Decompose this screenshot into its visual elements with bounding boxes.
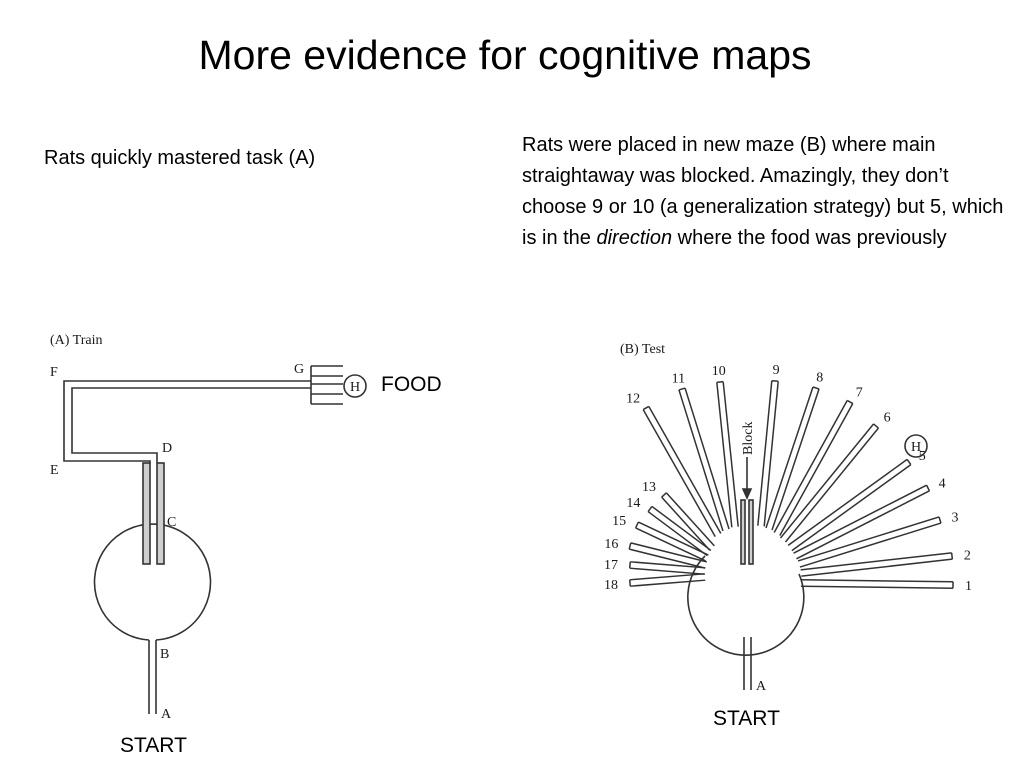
start-label-b: START — [713, 707, 780, 730]
maze-b-arm-13-end — [661, 492, 667, 498]
maze-b-arm-8-end — [812, 386, 820, 390]
maze-b-arm-label: 10 — [712, 364, 726, 379]
maze-b-arm-label: 11 — [672, 372, 685, 387]
maze-a-walls — [63, 365, 367, 714]
maze-b-arm-18-wall — [630, 579, 706, 587]
maze-a-point-f: F — [50, 365, 58, 380]
maze-b-goal-h: H — [911, 440, 921, 455]
maze-b-arm-16-wall — [629, 548, 706, 569]
maze-b-block-label: Block — [741, 422, 756, 455]
maze-b-arm-15-end — [634, 521, 640, 529]
maze-b-arm-3-wall — [797, 516, 940, 562]
maze-b-arm-4-wall — [796, 490, 930, 560]
maze-b-arm-10-end — [716, 380, 724, 384]
maze-b-arm-label: 17 — [604, 558, 618, 573]
right-note-emphasis: direction — [596, 227, 673, 249]
maze-a-point-g: G — [294, 362, 304, 377]
right-note: Rats were placed in new maze (B) where m… — [522, 130, 1017, 254]
maze-b-arm-12-wall — [648, 406, 722, 534]
maze-a-figure: (A) Train F E D C B A G H — [50, 333, 367, 722]
slide-title: More evidence for cognitive maps — [198, 32, 812, 78]
maze-a-point-b: B — [160, 647, 169, 662]
maze-b-arm-2-wall — [801, 558, 953, 577]
maze-a-point-d: D — [162, 441, 172, 456]
maze-b-arm-15-wall — [635, 527, 706, 562]
maze-b-caption: (B) Test — [620, 342, 665, 357]
maze-a-point-a: A — [161, 707, 172, 722]
left-note: Rats quickly mastered task (A) — [44, 147, 316, 169]
maze-a-point-c: C — [167, 515, 176, 530]
maze-b-arm-10-wall — [722, 381, 739, 527]
maze-b-arm-18-wall — [629, 573, 705, 581]
right-note-text: Rats were placed in new maze (B) where m… — [522, 134, 1004, 249]
maze-b-arm-9-wall — [757, 380, 773, 526]
maze-b-arm-label: 3 — [951, 510, 958, 525]
maze-b-arm-label: 14 — [626, 496, 640, 511]
start-label-a: START — [120, 734, 187, 757]
maze-b-arm-4-wall — [793, 484, 927, 554]
maze-b-arm-label: 1 — [965, 579, 972, 594]
maze-b-arm-1-wall — [801, 579, 954, 583]
maze-b-arm-16-end — [628, 542, 632, 550]
maze-b-arm-14-wall — [651, 505, 712, 552]
maze-b-arm-9-wall — [763, 381, 779, 527]
maze-b-arm-label: 9 — [773, 363, 780, 378]
maze-b-arm-6-wall — [784, 427, 880, 543]
maze-b-arm-2-end — [950, 552, 954, 560]
maze-b-arm-2-wall — [800, 552, 952, 571]
maze-b-arm-7-wall — [779, 403, 854, 536]
maze-b-arm-label: 7 — [856, 385, 863, 400]
maze-b-point-a: A — [756, 679, 767, 694]
maze-b-arm-8-wall — [771, 388, 820, 531]
maze-b-arm-label: 18 — [604, 578, 618, 593]
maze-b-arm-14-end — [647, 505, 653, 513]
maze-b-arm-10-wall — [716, 382, 733, 528]
maze-b-arms — [628, 379, 954, 589]
food-label: FOOD — [381, 373, 442, 396]
maze-b-arm-6-end — [873, 423, 879, 429]
maze-b-arm-7-end — [846, 399, 854, 405]
maze-b-arm-17-end — [628, 561, 632, 569]
maze-b-arm-12-end — [642, 405, 650, 411]
maze-a-caption: (A) Train — [50, 333, 103, 348]
maze-a-point-e: E — [50, 463, 59, 478]
maze-b-arm-7-wall — [773, 400, 848, 533]
maze-b-arm-label: 13 — [642, 480, 656, 495]
maze-b-arm-17-wall — [630, 561, 706, 569]
maze-b-arm-13-wall — [665, 492, 715, 547]
maze-b-figure: (B) Test Block H A 123456789101112131415… — [604, 342, 972, 694]
maze-b-arm-label: 5 — [919, 449, 926, 464]
maze-b-arm-12-wall — [642, 409, 716, 537]
maze-b-arm-label: 16 — [604, 537, 618, 552]
right-note-text-end: where the food was previously — [672, 227, 947, 249]
maze-b-arm-11-end — [678, 387, 686, 391]
maze-b-arm-6-wall — [779, 423, 875, 539]
maze-b-arm-5-wall — [787, 458, 908, 547]
maze-b-arm-16-wall — [630, 542, 707, 563]
maze-b-arm-4-end — [925, 484, 931, 492]
maze-b-walls — [687, 434, 928, 690]
maze-b-arm-11-wall — [678, 389, 724, 532]
maze-b-arm-5-end — [906, 458, 912, 466]
maze-b-arm-label: 4 — [939, 477, 946, 492]
maze-b-arm-label: 12 — [626, 392, 640, 407]
maze-b-arm-9-end — [771, 379, 779, 383]
maze-b-arm-5-wall — [791, 463, 912, 552]
maze-a-goal-h: H — [350, 380, 360, 395]
maze-b-arm-label: 15 — [612, 514, 626, 529]
maze-b-arm-18-end — [628, 579, 632, 587]
maze-b-arm-8-wall — [765, 386, 814, 529]
maze-b-arm-13-wall — [661, 496, 711, 551]
maze-b-arm-3-wall — [799, 522, 942, 568]
maze-b-arm-15-wall — [638, 521, 709, 556]
maze-b-arm-1-wall — [800, 585, 953, 589]
maze-b-arm-14-wall — [647, 510, 708, 557]
maze-b-arm-label: 8 — [816, 371, 823, 386]
maze-b-arm-label: 2 — [964, 549, 971, 564]
maze-b-arm-3-end — [938, 516, 942, 524]
maze-b-arm-11-wall — [684, 387, 730, 530]
maze-b-arm-label: 6 — [884, 411, 891, 426]
